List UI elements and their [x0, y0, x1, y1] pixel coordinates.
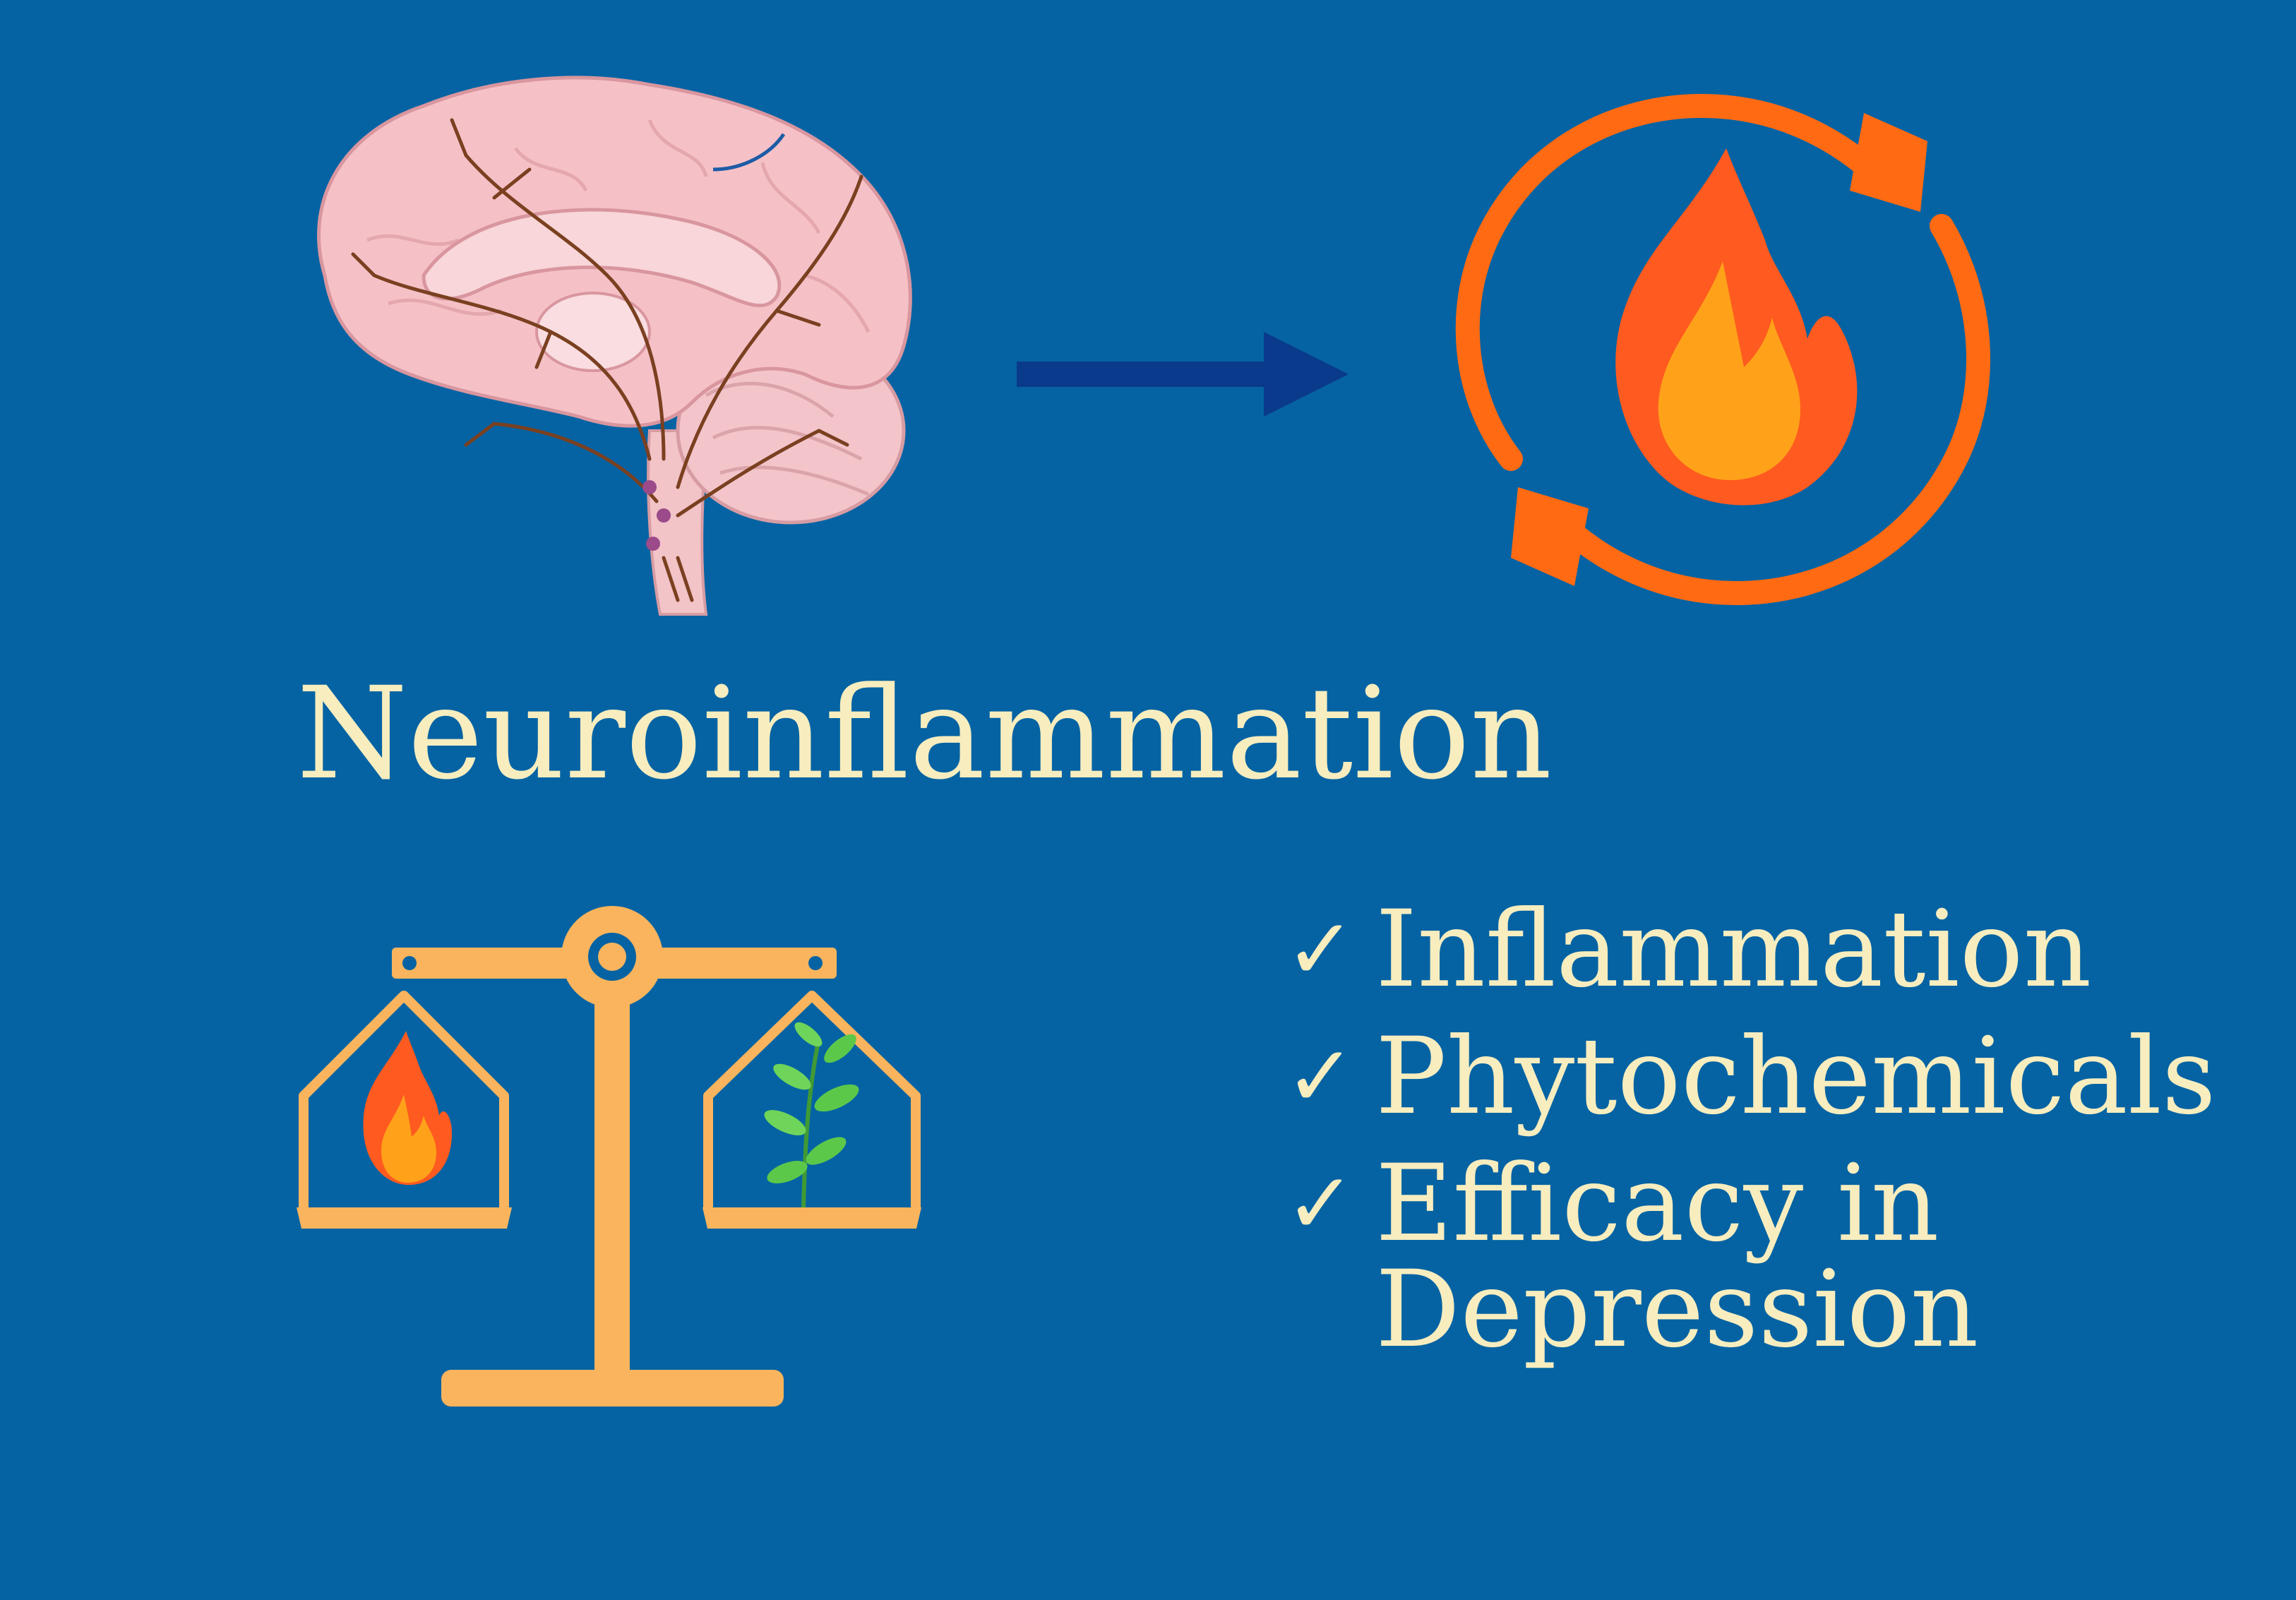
list-item: ✓ Inflammation: [1285, 897, 2251, 1003]
corpus-callosum: [421, 208, 782, 308]
list-item-label: Phytochemicals: [1375, 1015, 2216, 1138]
small-flame-icon: [363, 1031, 452, 1186]
list-item: ✓ Phytochemicals: [1285, 1024, 2251, 1130]
list-item-label: Efficacy in Depression: [1375, 1142, 1979, 1371]
brain-illustration: [317, 76, 912, 616]
check-icon: ✓: [1285, 901, 1356, 999]
page-title: Neuroinflammation: [297, 660, 1553, 808]
check-icon: ✓: [1285, 1028, 1356, 1126]
balance-scale-icon: [297, 906, 921, 1407]
cycle-arrows-icon: [1455, 93, 1990, 606]
flame-icon: [1615, 148, 1858, 506]
check-icon: ✓: [1285, 1155, 1356, 1253]
plant-icon: [764, 1022, 859, 1208]
list-item: ✓ Efficacy in Depression: [1285, 1151, 2251, 1363]
list-item-label: Inflammation: [1375, 888, 2092, 1011]
arrow-right-icon: [1017, 332, 1349, 417]
checklist: ✓ Inflammation ✓ Phytochemicals ✓ Effica…: [1285, 897, 2251, 1384]
